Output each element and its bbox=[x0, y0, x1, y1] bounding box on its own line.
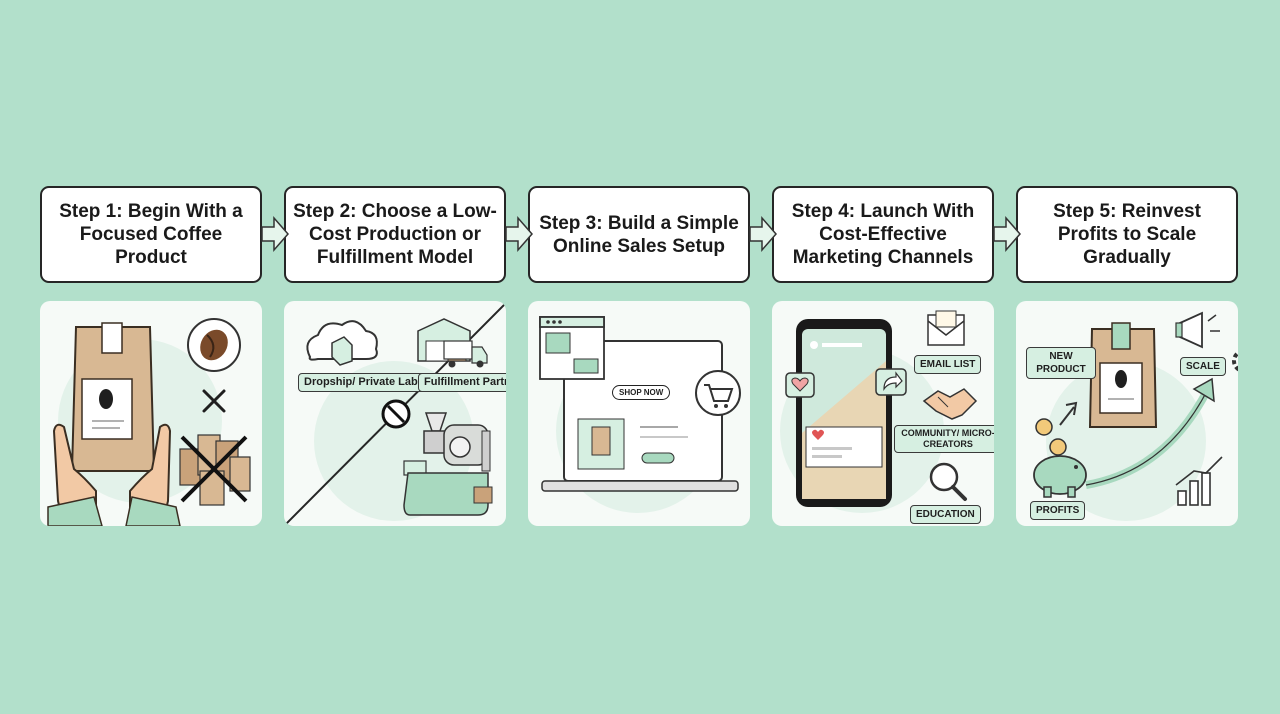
arrow-right-icon bbox=[749, 216, 777, 252]
heart-icon bbox=[786, 373, 814, 397]
new-product-tag: NEW PRODUCT bbox=[1026, 347, 1096, 379]
step-4-panel: EMAIL LIST COMMUNITY/ MICRO-CREATORS EDU… bbox=[772, 301, 994, 526]
envelope-icon bbox=[928, 311, 964, 345]
dropship-private-label-text: Dropship/ Private Label bbox=[304, 376, 427, 388]
dropship-private-label-tag: Dropship/ Private Label bbox=[298, 373, 433, 392]
browser-window-icon bbox=[540, 317, 604, 379]
community-micro-creators-tag: COMMUNITY/ MICRO-CREATORS bbox=[894, 425, 994, 453]
step-2-panel: Dropship/ Private Label Fulfillment Part… bbox=[284, 301, 506, 526]
education-tag: EDUCATION bbox=[910, 505, 981, 524]
cloud-tag-icon bbox=[307, 321, 377, 365]
megaphone-icon bbox=[1176, 313, 1220, 347]
shop-now-text: SHOP NOW bbox=[619, 388, 663, 397]
step-5-title-text: Step 5: Reinvest Profits to Scale Gradua… bbox=[1024, 200, 1230, 269]
no-symbol-icon bbox=[383, 401, 409, 427]
shopping-cart-icon bbox=[696, 371, 740, 415]
gear-icon bbox=[1234, 351, 1238, 371]
scale-text: SCALE bbox=[1186, 361, 1220, 372]
step-2-title-text: Step 2: Choose a Low-Cost Production or … bbox=[292, 200, 498, 269]
education-text: EDUCATION bbox=[916, 509, 975, 520]
step-1-title-text: Step 1: Begin With a Focused Coffee Prod… bbox=[48, 200, 254, 269]
smartphone-icon bbox=[796, 319, 892, 507]
new-product-text: NEW PRODUCT bbox=[1036, 351, 1085, 375]
shop-now-button[interactable]: SHOP NOW bbox=[612, 385, 670, 400]
email-list-tag: EMAIL LIST bbox=[914, 355, 981, 374]
arrow-right-icon bbox=[993, 216, 1021, 252]
warehouse-truck-icon bbox=[418, 319, 487, 368]
step-1-title: Step 1: Begin With a Focused Coffee Prod… bbox=[40, 186, 262, 283]
coffee-bag-icon bbox=[72, 323, 154, 471]
share-icon bbox=[876, 369, 906, 395]
step-1-panel bbox=[40, 301, 262, 526]
coffee-bag-icon bbox=[1090, 323, 1156, 427]
fulfillment-partner-text: Fulfillment Partner bbox=[424, 376, 506, 388]
magnifier-icon bbox=[931, 464, 965, 499]
step-4-title: Step 4: Launch With Cost-Effective Marke… bbox=[772, 186, 994, 283]
profits-tag: PROFITS bbox=[1030, 501, 1085, 520]
step-3-title-text: Step 3: Build a Simple Online Sales Setu… bbox=[536, 212, 742, 258]
step-2-title: Step 2: Choose a Low-Cost Production or … bbox=[284, 186, 506, 283]
step-3-panel: SHOP NOW bbox=[528, 301, 750, 526]
step-4-title-text: Step 4: Launch With Cost-Effective Marke… bbox=[780, 200, 986, 269]
profits-text: PROFITS bbox=[1036, 505, 1079, 516]
crossed-out-bags-icon bbox=[180, 435, 250, 505]
coffee-bean-icon bbox=[188, 319, 240, 371]
fulfillment-partner-tag: Fulfillment Partner bbox=[418, 373, 506, 392]
email-list-text: EMAIL LIST bbox=[920, 359, 975, 370]
arrow-right-icon bbox=[505, 216, 533, 252]
step-3-title: Step 3: Build a Simple Online Sales Setu… bbox=[528, 186, 750, 283]
arrow-right-icon bbox=[261, 216, 289, 252]
community-micro-creators-text: COMMUNITY/ MICRO-CREATORS bbox=[901, 428, 994, 449]
scale-tag: SCALE bbox=[1180, 357, 1226, 376]
step-5-title: Step 5: Reinvest Profits to Scale Gradua… bbox=[1016, 186, 1238, 283]
step-5-panel: NEW PRODUCT SCALE PROFITS bbox=[1016, 301, 1238, 526]
